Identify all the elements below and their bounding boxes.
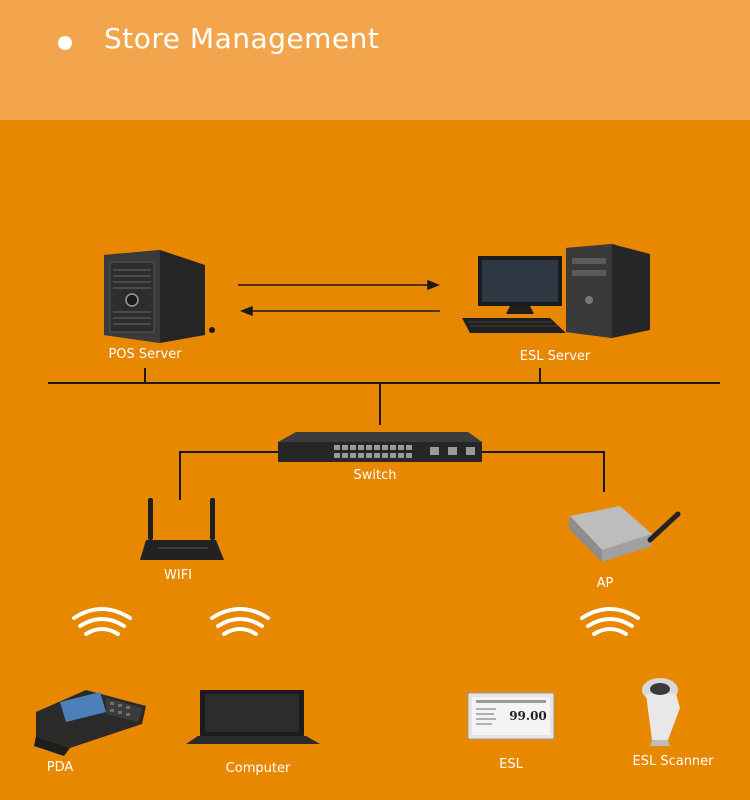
data-flow-arrows bbox=[238, 279, 441, 317]
header-banner: Store Management bbox=[0, 0, 750, 120]
esl-scanner-label: ESL Scanner bbox=[632, 754, 714, 769]
ap-link bbox=[480, 451, 605, 492]
access-point-icon bbox=[568, 506, 681, 562]
network-lines bbox=[48, 368, 720, 500]
wifi-router-icon bbox=[140, 498, 224, 560]
switch-icon bbox=[278, 432, 482, 462]
esl-server-label: ESL Server bbox=[519, 349, 591, 364]
header-bullet-icon bbox=[58, 36, 72, 50]
computer-laptop-icon bbox=[186, 690, 320, 744]
esl-price-tag-icon: 99.00 bbox=[467, 692, 555, 740]
esl-server-icon bbox=[462, 244, 650, 338]
pos-server-label: POS Server bbox=[108, 347, 182, 362]
page-title: Store Management bbox=[104, 22, 380, 55]
switch-label: Switch bbox=[353, 468, 397, 483]
wifi-label: WIFI bbox=[164, 568, 192, 583]
esl-tag-price: 99.00 bbox=[509, 709, 547, 723]
pda-icon bbox=[34, 690, 146, 756]
computer-label: Computer bbox=[225, 761, 291, 776]
ap-label: AP bbox=[596, 576, 614, 591]
wifi-signal-icon-middle bbox=[210, 607, 270, 636]
pda-label: PDA bbox=[46, 760, 74, 775]
pos-server-icon bbox=[104, 250, 215, 343]
wifi-signal-icon-right bbox=[580, 607, 640, 636]
wifi-link bbox=[179, 451, 280, 500]
esl-label: ESL bbox=[499, 757, 523, 772]
esl-scanner-icon bbox=[642, 678, 680, 746]
wifi-signal-icon-left bbox=[72, 607, 132, 636]
